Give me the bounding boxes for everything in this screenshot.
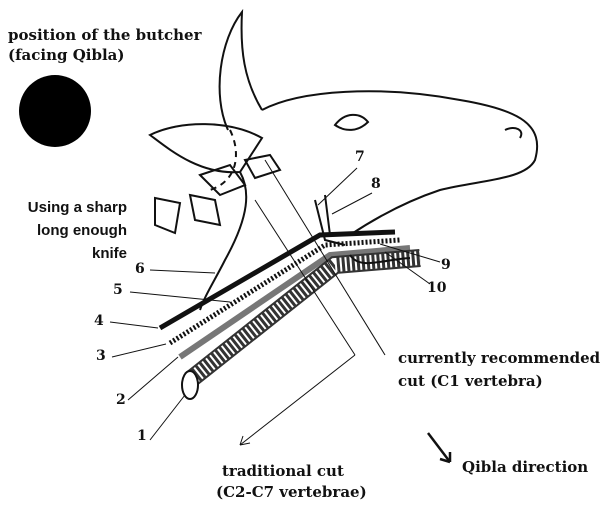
label-3: 3 [96, 348, 106, 364]
recommended-cut-line2: cut (C1 vertebra) [398, 372, 543, 390]
traditional-cut-line2: (C2-C7 vertebrae) [216, 483, 367, 501]
knife-label-line2: long enough [37, 222, 127, 239]
butcher-label-line1: position of the butcher [8, 26, 202, 44]
label-10: 10 [427, 280, 447, 296]
label-5: 5 [113, 282, 123, 298]
horn [218, 8, 263, 131]
traditional-cut-line1: traditional cut [222, 462, 344, 480]
nostril [504, 127, 523, 139]
label-1: 1 [137, 428, 147, 444]
vertebrae [154, 153, 282, 235]
label-9: 9 [441, 257, 451, 273]
label-4: 4 [94, 313, 104, 329]
neck-vessels [158, 194, 421, 400]
head-outline [261, 90, 539, 236]
qibla-arrow-icon [427, 432, 452, 464]
label-8: 8 [371, 176, 381, 192]
label-7: 7 [355, 149, 365, 165]
knife-label-line1: Using a sharp [27, 199, 127, 216]
ear [148, 123, 264, 174]
dashed-line [209, 129, 237, 191]
butcher-label-line2: (facing Qibla) [8, 46, 125, 64]
qibla-direction-label: Qibla direction [462, 458, 589, 476]
butcher-position-marker [19, 75, 91, 147]
knife-label-line3: knife [91, 245, 127, 262]
label-2: 2 [116, 392, 126, 408]
recommended-cut-line1: currently recommended [398, 349, 601, 367]
leader-lines [109, 159, 441, 446]
head-back [199, 171, 248, 311]
label-6: 6 [135, 261, 145, 277]
eye [333, 113, 370, 131]
